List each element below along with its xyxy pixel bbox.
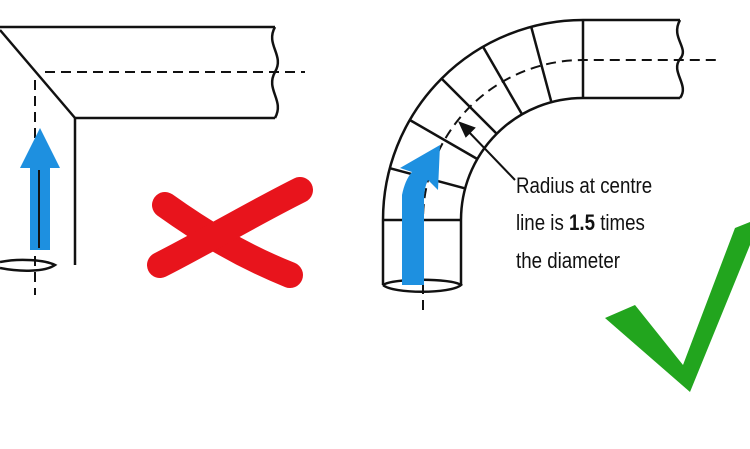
t-junction [0,25,305,295]
bend-line [459,96,680,285]
annotation-line-3: the diameter [516,248,620,273]
flow-arrow-right [400,145,440,285]
red-cross-icon [147,177,313,288]
annotation-text: line is [516,210,570,235]
annotation-line-2: line is 1.5 times [516,212,645,234]
annotation-line-1: Radius at centre [516,173,653,198]
green-check-icon [605,222,750,392]
bend-line [481,46,524,115]
bend-line [422,59,720,310]
annotation-ratio: 1.5 [569,210,596,235]
bend-line [440,77,498,135]
bend-line [529,26,553,103]
annotation-text: times [595,210,645,235]
pointer-arrow [458,121,516,181]
bend-line [409,118,478,161]
centerline-overlay [38,170,40,248]
smooth-bend [381,18,720,310]
